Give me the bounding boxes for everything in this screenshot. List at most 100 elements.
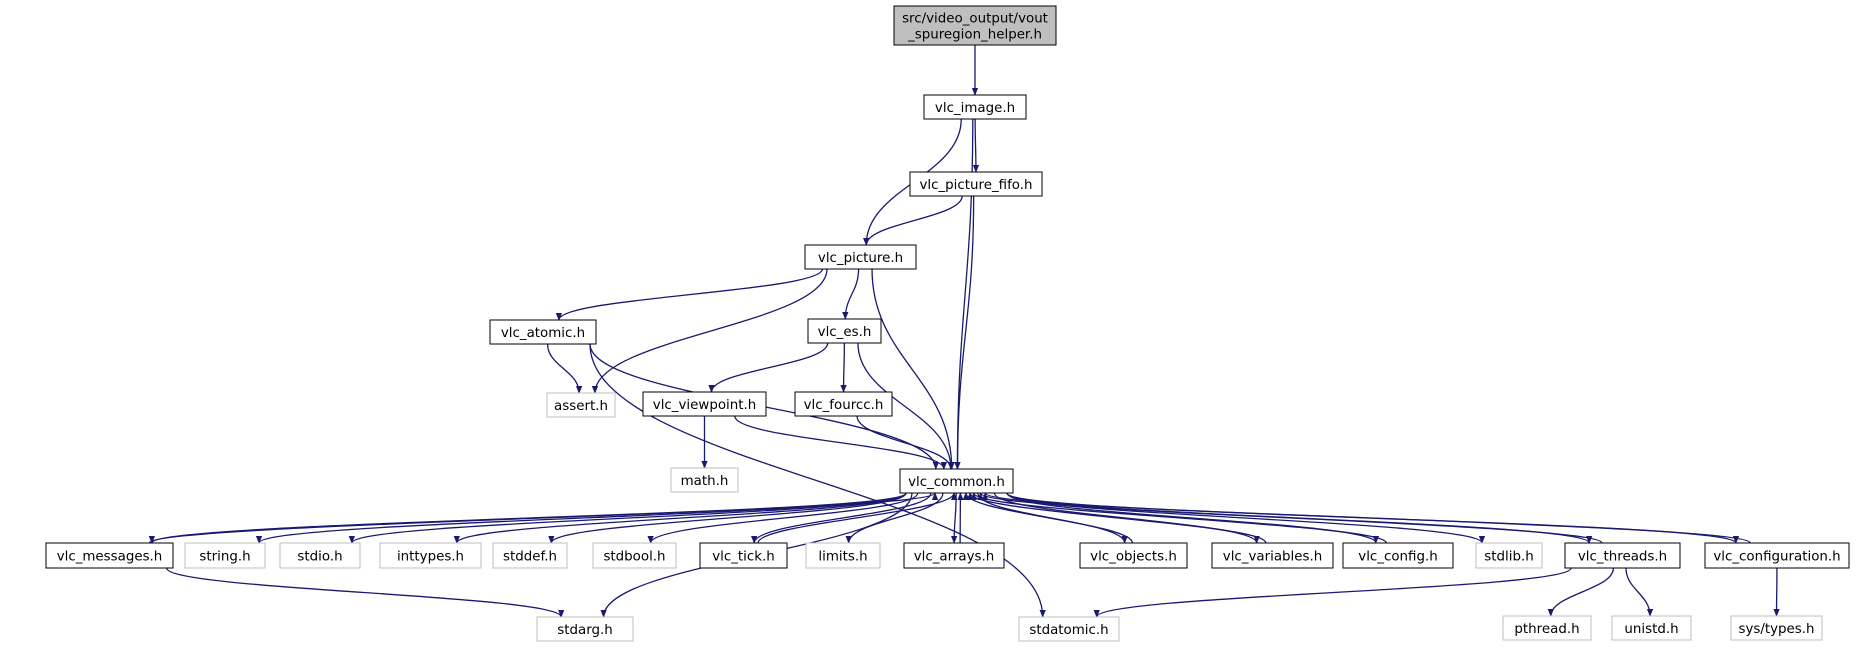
node-stdarg-box (536, 616, 634, 642)
node-image[interactable]: vlc_image.h (923, 94, 1027, 120)
edge-viewpoint-to-common (734, 415, 948, 470)
node-messages[interactable]: vlc_messages.h (45, 542, 174, 569)
edge-common-to-stdbool (647, 492, 919, 544)
node-atomic[interactable]: vlc_atomic.h (489, 319, 597, 345)
node-pfifo-box (909, 171, 1043, 197)
node-picture-box (804, 244, 917, 270)
node-systypes: sys/types.h (1730, 615, 1823, 641)
edge-picture-to-atomic (555, 268, 824, 321)
node-stdio-label: stdio.h (297, 550, 342, 565)
node-stdbool: stdbool.h (592, 542, 677, 569)
node-tick[interactable]: vlc_tick.h (699, 542, 788, 569)
edge-pfifo-to-common (954, 195, 975, 470)
edge-objects-to-common (962, 492, 1134, 544)
node-string: string.h (184, 542, 266, 569)
node-string-label: string.h (199, 550, 250, 565)
node-threads-label: vlc_threads.h (1578, 550, 1667, 565)
node-root-label-1: src/video_output/vout (902, 12, 1048, 27)
node-limits-label: limits.h (818, 550, 867, 565)
node-configuration-box (1704, 542, 1850, 569)
edge-common-to-string (256, 492, 907, 544)
node-pthread: pthread.h (1502, 615, 1592, 641)
edge-threads-to-common (977, 492, 1603, 544)
node-arrays-box (903, 542, 1005, 569)
edge-image-to-pfifo (972, 118, 980, 173)
node-pfifo[interactable]: vlc_picture_fifo.h (909, 171, 1043, 197)
node-stdlib-label: stdlib.h (1484, 550, 1533, 565)
node-pfifo-label: vlc_picture_fifo.h (919, 178, 1032, 193)
node-atomic-box (489, 319, 597, 345)
edge-common-to-limits (845, 492, 944, 544)
edge-atomic-to-assert (546, 343, 583, 394)
edge-es-to-fourcc (840, 342, 847, 393)
node-objects-box (1079, 542, 1188, 569)
node-pthread-label: pthread.h (1514, 622, 1579, 637)
node-image-box (923, 94, 1027, 120)
edge-variables-to-common (966, 492, 1267, 544)
node-messages-box (45, 542, 174, 569)
node-fourcc[interactable]: vlc_fourcc.h (794, 391, 893, 417)
node-config-box (1342, 542, 1454, 569)
node-unistd-box (1611, 615, 1692, 641)
node-es-box (807, 318, 882, 344)
node-stddef-label: stddef.h (503, 550, 557, 565)
edge-messages-to-common (148, 492, 939, 544)
edge-common-to-tick (751, 492, 932, 544)
node-picture[interactable]: vlc_picture.h (804, 244, 917, 270)
node-variables-label: vlc_variables.h (1223, 550, 1322, 565)
node-common-box (899, 468, 1014, 494)
node-arrays-label: vlc_arrays.h (914, 550, 995, 565)
node-viewpoint[interactable]: vlc_viewpoint.h (642, 391, 767, 417)
node-configuration-label: vlc_configuration.h (1713, 550, 1840, 565)
node-stdbool-box (592, 542, 677, 569)
node-fourcc-box (794, 391, 893, 417)
node-es[interactable]: vlc_es.h (807, 318, 882, 344)
edge-picture-to-common (871, 268, 955, 470)
node-root[interactable]: src/video_output/vout_spuregion_helper.h (893, 5, 1057, 46)
node-config-label: vlc_config.h (1358, 550, 1437, 565)
edge-tick-to-common (757, 492, 958, 544)
node-stdbool-label: stdbool.h (603, 550, 665, 565)
edge-es-to-viewpoint (708, 342, 829, 393)
node-atomic-label: vlc_atomic.h (501, 326, 585, 341)
node-variables[interactable]: vlc_variables.h (1211, 542, 1334, 569)
node-config[interactable]: vlc_config.h (1342, 542, 1454, 569)
node-threads[interactable]: vlc_threads.h (1564, 542, 1681, 569)
edge-picture-to-es (842, 268, 860, 320)
node-math: math.h (670, 467, 739, 493)
node-stdlib-box (1475, 542, 1543, 569)
node-stdatomic-label: stdatomic.h (1029, 623, 1108, 638)
node-assert-label: assert.h (554, 399, 608, 414)
node-common[interactable]: vlc_common.h (899, 468, 1014, 494)
node-arrays[interactable]: vlc_arrays.h (903, 542, 1005, 569)
node-assert-box (546, 392, 616, 418)
node-messages-label: vlc_messages.h (57, 550, 163, 565)
node-common-label: vlc_common.h (908, 475, 1005, 490)
edge-configuration-to-common (982, 492, 1751, 544)
edge-config-to-common (970, 492, 1387, 544)
edge-atomic-to-stdatomic (589, 343, 1046, 618)
node-systypes-box (1730, 615, 1823, 641)
edge-common-to-arrays (950, 492, 958, 544)
node-configuration[interactable]: vlc_configuration.h (1704, 542, 1850, 569)
edge-pfifo-to-picture (863, 195, 963, 246)
node-unistd-label: unistd.h (1624, 622, 1678, 637)
node-systypes-label: sys/types.h (1738, 622, 1814, 637)
node-stdio-box (279, 542, 361, 569)
node-stdarg: stdarg.h (536, 616, 634, 642)
node-image-label: vlc_image.h (935, 101, 1015, 116)
node-stdio: stdio.h (279, 542, 361, 569)
edge-common-to-stdio (348, 492, 907, 544)
edge-es-to-common (857, 342, 955, 470)
node-math-label: math.h (681, 474, 729, 489)
node-objects[interactable]: vlc_objects.h (1079, 542, 1188, 569)
node-variables-box (1211, 542, 1334, 569)
edge-common-to-variables (993, 492, 1260, 544)
node-stdlib: stdlib.h (1475, 542, 1543, 569)
edge-threads-to-stdatomic (1093, 567, 1572, 618)
node-viewpoint-label: vlc_viewpoint.h (653, 398, 756, 413)
node-es-label: vlc_es.h (818, 325, 872, 340)
node-root-label-2: _spuregion_helper.h (907, 28, 1042, 43)
node-picture-label: vlc_picture.h (818, 251, 903, 266)
